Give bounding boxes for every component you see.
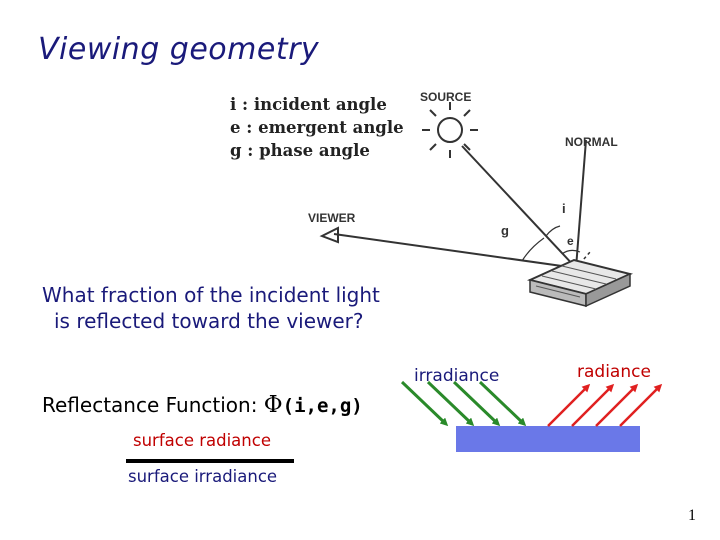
sun-icon (422, 102, 478, 158)
incident-ray (461, 145, 577, 269)
outgoing-arrow (571, 383, 615, 427)
outgoing-arrow (547, 383, 591, 427)
fraction-numerator: surface radiance (133, 431, 271, 450)
angle-i-label: i (562, 201, 566, 216)
radiance-label: radiance (577, 362, 651, 382)
incoming-arrow (478, 380, 527, 427)
fraction-denominator: surface irradiance (128, 467, 278, 486)
reflectance-args: (i,e,g) (282, 395, 363, 417)
incoming-arrows (400, 380, 527, 427)
outgoing-arrow (595, 383, 639, 427)
normal-label: NORMAL (565, 135, 618, 149)
legend-emergent-angle: e : emergent angle (230, 118, 404, 137)
angle-g-label: g (501, 223, 509, 238)
incoming-arrow (400, 380, 449, 427)
source-label: SOURCE (420, 90, 471, 104)
incoming-arrow (426, 380, 475, 427)
viewer-label: VIEWER (308, 211, 356, 225)
angle-e-arc (561, 249, 581, 255)
angle-e-label: e (567, 234, 574, 248)
slide-title: Viewing geometry (38, 32, 320, 67)
phi-symbol: Φ (263, 392, 283, 418)
page-number: 1 (688, 507, 696, 524)
outgoing-arrow (619, 383, 663, 427)
irradiance-label: irradiance (414, 366, 500, 386)
normal-line (575, 139, 587, 269)
incoming-arrow (452, 380, 501, 427)
reflectance-function: Reflectance Function: Φ(i,e,g) (42, 392, 363, 418)
legend-incident-angle: i : incident angle (230, 95, 387, 114)
surface-patch (526, 258, 634, 308)
reflectance-prefix: Reflectance Function: (42, 393, 264, 417)
question-text: What fraction of the incident light is r… (42, 282, 380, 334)
viewer-eye-icon (319, 226, 339, 244)
fraction-bar (126, 459, 294, 463)
angle-g-arc (521, 237, 545, 262)
surface-rect (456, 426, 640, 452)
viewer-ray (333, 233, 577, 269)
legend-phase-angle: g : phase angle (230, 141, 370, 160)
viewing-geometry-figure: SOURCE NORMAL VIEWER i g e (308, 90, 634, 308)
angle-i-arc (545, 225, 561, 237)
irradiance-radiance-diagram (400, 380, 663, 452)
outgoing-arrows (547, 383, 663, 427)
question-line-2: is reflected toward the viewer? (54, 309, 364, 333)
question-line-1: What fraction of the incident light (42, 283, 380, 307)
